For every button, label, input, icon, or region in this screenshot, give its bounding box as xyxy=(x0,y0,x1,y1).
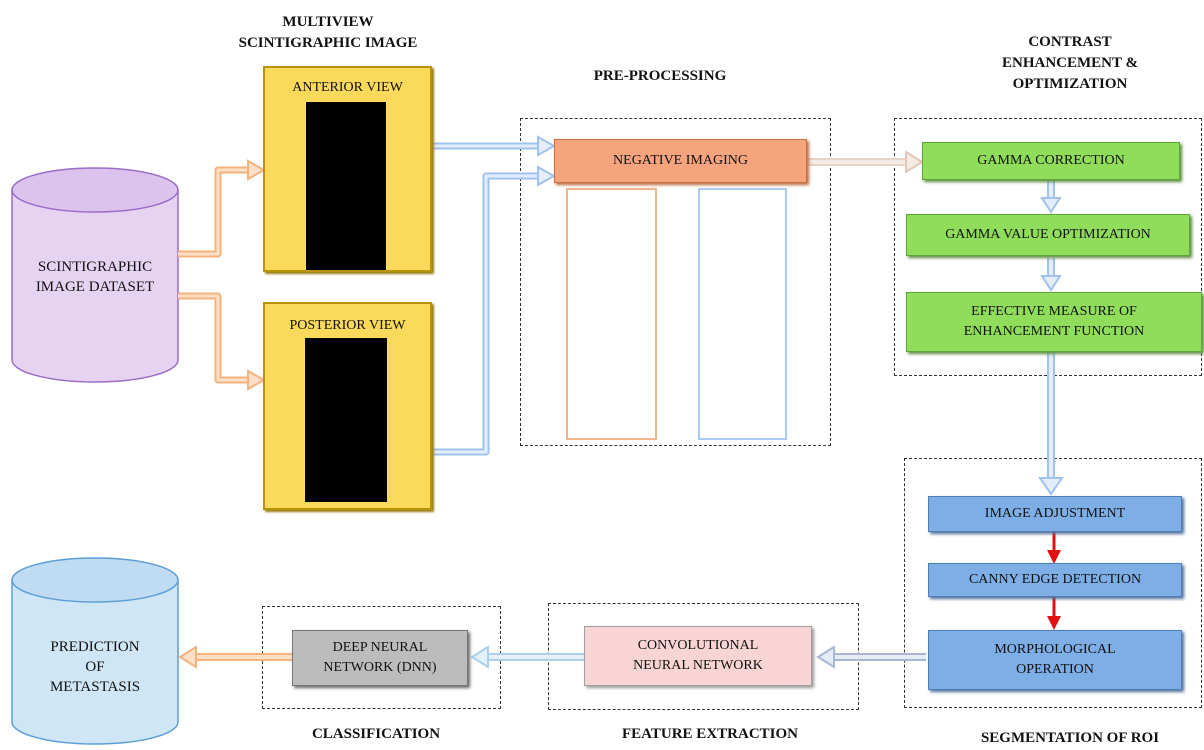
posterior-xray-image xyxy=(305,338,387,502)
title-multiview: MULTIVIEW SCINTIGRAPHIC IMAGE xyxy=(238,14,418,51)
orange-arrows xyxy=(178,166,250,384)
red-arrows xyxy=(1047,532,1061,630)
green-column-arrows xyxy=(1040,178,1062,292)
title-classification: CLASSIFICATION xyxy=(311,726,441,742)
eme-box: EFFECTIVE MEASURE OF ENHANCEMENT FUNCTIO… xyxy=(906,292,1202,352)
morphological-box: MORPHOLOGICAL OPERATION xyxy=(928,630,1182,690)
dataset-cylinder xyxy=(11,167,179,383)
title-contrast: CONTRAST ENHANCEMENT & OPTIMIZATION xyxy=(1002,34,1138,92)
cnn-box: CONVOLUTIONAL NEURAL NETWORK xyxy=(584,626,812,686)
dnn-box: DEEP NEURAL NETWORK (DNN) xyxy=(292,630,468,686)
title-segmentation: SEGMENTATION OF ROI xyxy=(980,730,1160,746)
anterior-view-label: ANTERIOR VIEW xyxy=(292,80,403,95)
gamma-optimization-box: GAMMA VALUE OPTIMIZATION xyxy=(906,214,1190,256)
canny-edge-box: CANNY EDGE DETECTION xyxy=(928,563,1182,597)
negative-posterior-frame xyxy=(698,188,787,440)
output-cylinder xyxy=(11,557,179,745)
title-feature-extraction: FEATURE EXTRACTION xyxy=(622,726,798,742)
negative-imaging-box: NEGATIVE IMAGING xyxy=(554,139,807,183)
preprocessing-frame xyxy=(520,118,831,446)
title-preprocessing: PRE-PROCESSING xyxy=(593,68,727,84)
anterior-xray-image xyxy=(306,102,386,270)
prediction-label: PREDICTION OF METASTASIS xyxy=(49,639,141,695)
dataset-label: SCINTIGRAPHIC IMAGE DATASET xyxy=(35,259,155,295)
posterior-view-label: POSTERIOR VIEW xyxy=(289,318,406,333)
gamma-correction-box: GAMMA CORRECTION xyxy=(922,142,1180,180)
image-adjustment-box: IMAGE ADJUSTMENT xyxy=(928,496,1182,532)
negative-anterior-frame xyxy=(566,188,657,440)
